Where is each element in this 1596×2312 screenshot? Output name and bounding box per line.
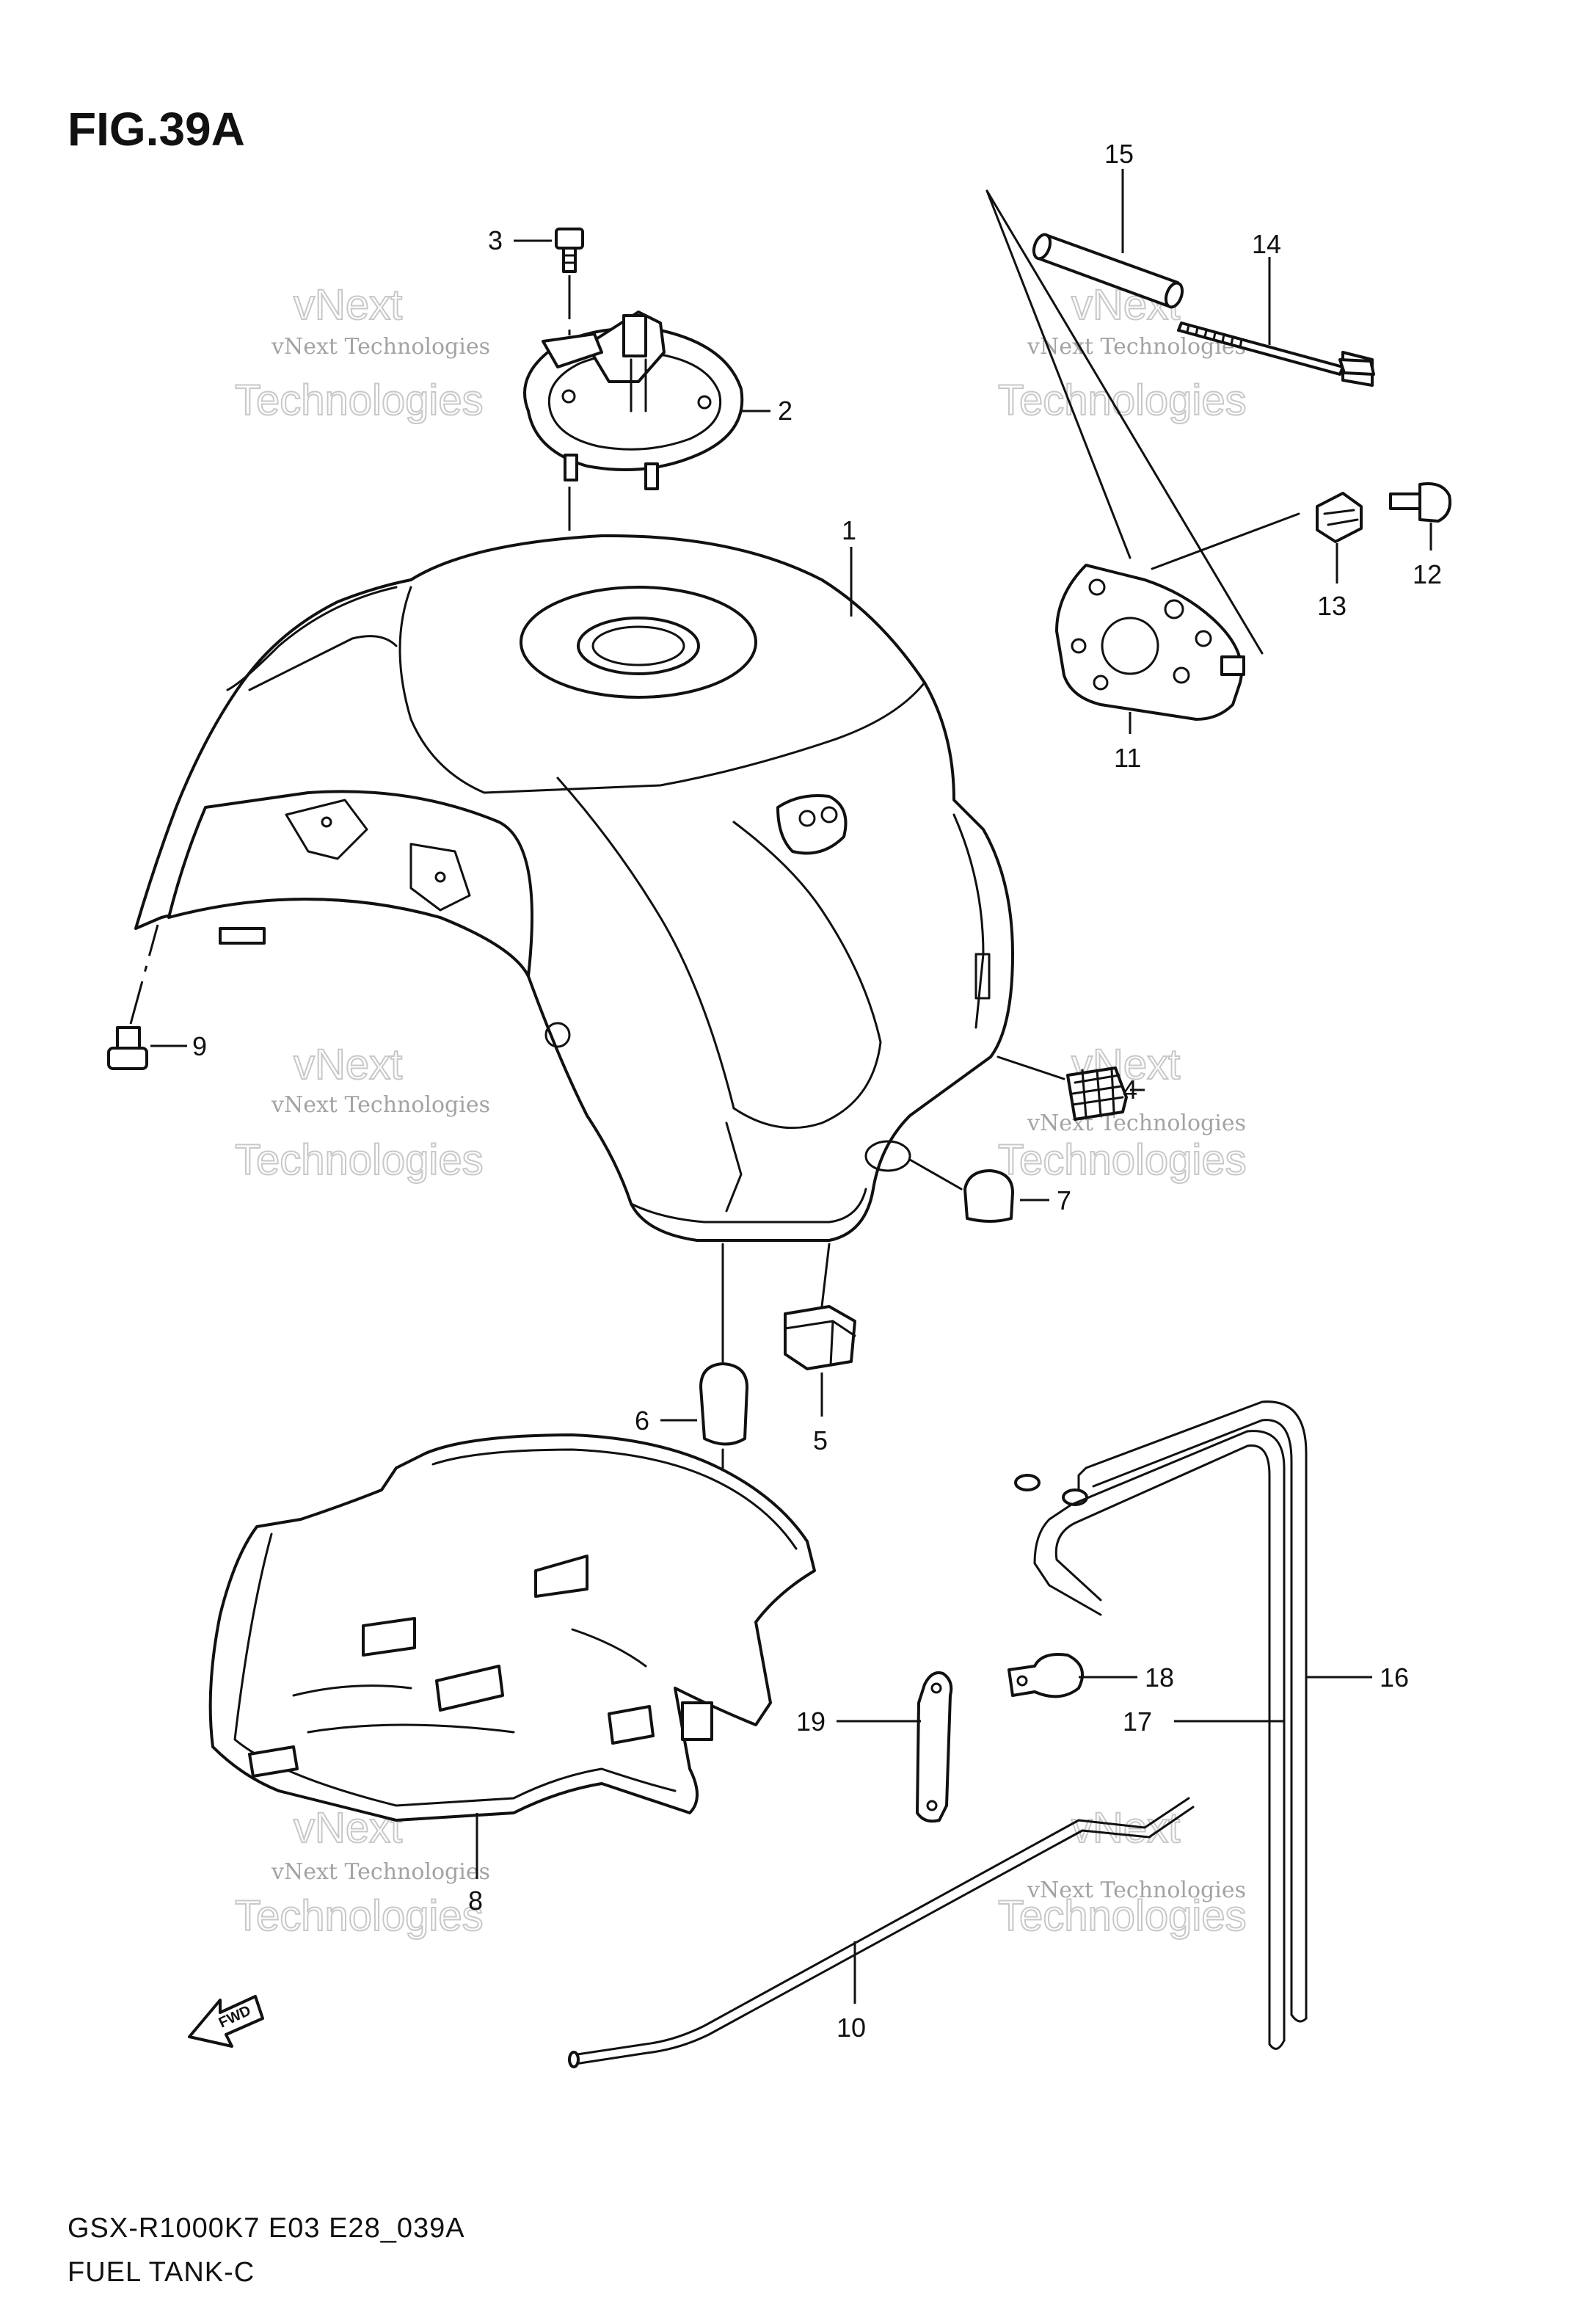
callout-1: 1 (842, 515, 856, 545)
watermark-bottom-left-text: vNext Technologies (271, 1859, 490, 1885)
assembly-triangle (985, 189, 1264, 655)
watermark-bottom-left-company: Technologies (235, 1892, 484, 1940)
part-11-bracket-plate (1055, 564, 1245, 721)
callout-11: 11 (1114, 743, 1141, 773)
watermark-bottom-left: vNext Technologies vNext Technologies (234, 1803, 490, 1941)
assembly-line-13 (1151, 512, 1300, 570)
part-3-bolt (555, 228, 584, 273)
callout-16: 16 (1380, 1662, 1409, 1693)
watermark-top-left-company: Technologies (235, 377, 484, 424)
section-name: FUEL TANK-C (68, 2257, 255, 2288)
watermark-top-left: vNext Technologies vNext Technologies (234, 280, 490, 425)
watermark-top-right: vNext Technologies vNext Technologies (997, 280, 1247, 425)
callout-2: 2 (778, 396, 792, 426)
watermark-mid-right-company: Technologies (998, 1136, 1247, 1184)
watermark-mid-left-text: vNext Technologies (271, 1092, 490, 1118)
part-14-long-bolt (1177, 321, 1375, 387)
part-7-cap (963, 1169, 1014, 1223)
callout-8: 8 (468, 1886, 483, 1916)
part-17-hose (1014, 1430, 1286, 2050)
watermark-bottom-right-text: vNext Technologies (1027, 1877, 1246, 1903)
assembly-line-4 (996, 1055, 1065, 1080)
watermark-mid-right: vNext Technologies vNext Technologies (997, 1040, 1247, 1185)
assembly-line-5 (820, 1243, 831, 1308)
callout-7: 7 (1057, 1185, 1071, 1215)
assembly-line-7 (908, 1158, 963, 1190)
callout-12: 12 (1413, 559, 1442, 589)
callout-10: 10 (837, 2013, 866, 2043)
watermark-mid-right-text: vNext Technologies (1027, 1110, 1246, 1136)
callout-3: 3 (488, 225, 503, 255)
part-9-bolt (107, 1026, 148, 1070)
callout-4: 4 (1123, 1075, 1137, 1105)
callout-labels: 1 2 3 4 5 6 7 8 9 10 11 12 13 14 15 16 1… (192, 139, 1442, 2043)
part-12-bolt (1389, 482, 1451, 523)
alignment-line-9 (129, 924, 159, 1025)
part-4-cushion (1066, 1066, 1128, 1121)
part-18-clamp (1007, 1653, 1084, 1698)
part-16-hose (1062, 1400, 1308, 2023)
callout-19: 19 (796, 1706, 826, 1737)
callout-14: 14 (1252, 229, 1281, 259)
callout-6: 6 (635, 1406, 649, 1436)
part-10-drain-hose (568, 1797, 1195, 2068)
callout-13: 13 (1317, 591, 1347, 621)
part-15-sleeve (1032, 233, 1184, 309)
callout-18: 18 (1145, 1662, 1174, 1693)
part-6-mount-rubber (699, 1362, 748, 1469)
model-code: GSX-R1000K7 E03 E28_039A (68, 2213, 465, 2244)
watermark-top-left-text: vNext Technologies (271, 334, 490, 360)
watermark-mid-left-brand: vNext (294, 1041, 402, 1088)
part-8-heat-shield (208, 1433, 816, 1822)
callout-9: 9 (192, 1031, 207, 1061)
part-1-fuel-tank (134, 534, 1014, 1242)
fwd-direction-marker: FWD (188, 1995, 264, 2048)
watermark-bottom-right-company: Technologies (998, 1892, 1247, 1940)
watermark-top-left-brand: vNext (294, 281, 402, 329)
figure-title: FIG.39A (68, 103, 245, 156)
part-19-bracket (916, 1671, 953, 1823)
callout-17: 17 (1123, 1706, 1152, 1737)
part-13-grommet (1316, 492, 1363, 543)
watermark-mid-left-company: Technologies (235, 1136, 484, 1184)
part-5-cushion (784, 1305, 856, 1370)
watermark-mid-left: vNext Technologies vNext Technologies (234, 1040, 490, 1185)
callout-5: 5 (813, 1425, 828, 1455)
part-2-fuel-cap (523, 310, 744, 490)
callout-15: 15 (1104, 139, 1134, 169)
